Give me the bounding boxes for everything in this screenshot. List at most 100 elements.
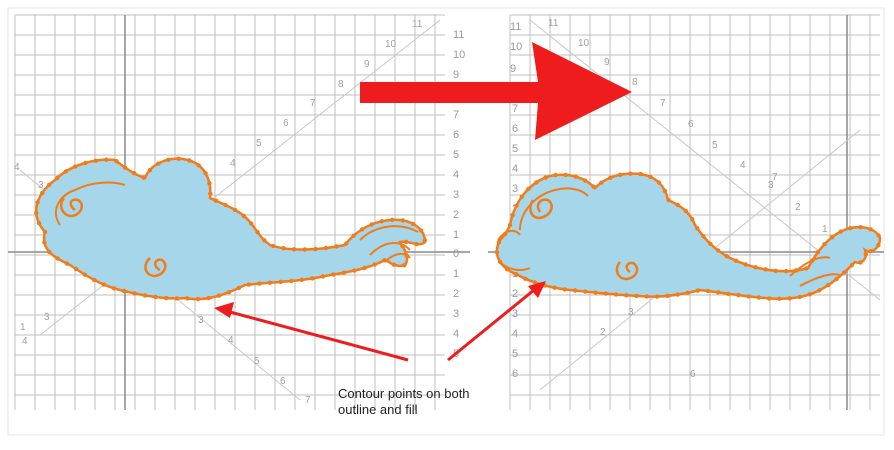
contour-point (111, 286, 117, 291)
contour-point (360, 227, 365, 232)
cloud-tail-contour (359, 225, 419, 263)
cloud-curl (615, 261, 639, 281)
contour-point (414, 241, 419, 247)
contour-point (736, 292, 741, 298)
ruler-label: 4 (453, 169, 459, 181)
contour-point (829, 235, 835, 240)
cloud-edge-contour (497, 229, 531, 271)
contour-point (55, 175, 60, 181)
diag-label: 3 (198, 315, 204, 326)
contour-point (507, 222, 513, 228)
diag-label: 2 (600, 327, 606, 338)
contour-point (351, 233, 356, 238)
contour-point (320, 274, 326, 279)
contour-point (323, 245, 329, 251)
contour-point (834, 276, 839, 282)
contour-point (746, 294, 751, 299)
contour-point (34, 210, 39, 216)
diag-label: 7 (660, 98, 666, 109)
contour-point (55, 256, 60, 261)
contour-point (400, 218, 406, 223)
pointer-arrow-line (447, 288, 535, 362)
contour-point (628, 171, 633, 176)
contour-point (695, 288, 700, 293)
contour-point (400, 243, 405, 248)
contour-point (164, 295, 169, 301)
contour-point (562, 287, 568, 292)
contour-point (203, 171, 208, 176)
ruler-label: 3 (44, 312, 50, 323)
contour-point (634, 293, 639, 299)
contour-point (513, 272, 519, 277)
contour-point (599, 180, 604, 185)
contour-point (302, 247, 307, 252)
contour-point (842, 270, 847, 275)
ruler-label: 9 (453, 69, 459, 81)
contour-point (685, 290, 690, 295)
contour-point (223, 202, 228, 208)
contour-point (724, 254, 729, 259)
diag-label: 1 (822, 224, 828, 235)
contour-point (362, 265, 367, 271)
ruler-label: 11 (510, 21, 521, 33)
contour-point (573, 174, 578, 179)
contour-point (523, 276, 528, 281)
ruler-label: 4 (512, 328, 518, 340)
diag-label: 4 (740, 160, 746, 171)
right-panel: 11 10 9 8 7 6 5 4 3 2 1 0 1 2 3 4 5 6 11 (488, 14, 884, 410)
ruler-label: 2 (453, 209, 459, 221)
contour-point (195, 296, 201, 302)
cloud-inner-contour (519, 187, 589, 231)
contour-point (334, 244, 339, 249)
contour-point (390, 217, 395, 222)
pointer-arrow-icon (447, 281, 546, 362)
contour-point (675, 202, 680, 208)
contour-point (403, 239, 409, 245)
diag-label: 11 (412, 19, 423, 30)
contour-point (93, 158, 98, 163)
contour-point (379, 219, 384, 224)
contour-point (526, 186, 531, 192)
contour-point (497, 259, 503, 264)
contour-point (232, 207, 238, 213)
contour-point (36, 221, 42, 226)
contour-point (73, 164, 78, 169)
contour-point (114, 159, 119, 164)
diag-label: 2 (795, 202, 801, 213)
contour-point (753, 265, 758, 270)
ruler-label: 3 (453, 308, 459, 320)
ruler-label: 3 (38, 180, 44, 191)
contour-point (868, 227, 873, 232)
contour-point (206, 295, 211, 301)
contour-point (246, 282, 251, 287)
ruler-label: 7 (512, 103, 518, 115)
contour-point (153, 294, 158, 300)
contour-point (196, 163, 201, 168)
contour-point (502, 231, 508, 237)
pointer-arrow-head (214, 302, 234, 318)
diag-label: 3 (628, 307, 634, 318)
ruler-label: 1 (453, 268, 459, 280)
diag-label: 8 (632, 77, 638, 88)
diag-label: 10 (578, 38, 590, 49)
contour-point (810, 258, 815, 263)
contour-point (794, 268, 799, 273)
contour-point (838, 229, 843, 234)
contour-point (572, 288, 578, 293)
ruler-label: 3 (512, 308, 518, 320)
ruler-label: 6 (453, 129, 459, 141)
contour-point (216, 293, 222, 298)
contour-point (787, 296, 792, 301)
contour-point (822, 241, 827, 247)
cloud-inner-contour (55, 181, 126, 226)
contour-point (733, 258, 739, 263)
contour-point (591, 184, 596, 189)
contour-point (42, 229, 48, 235)
contour-point (278, 279, 283, 285)
contour-point (185, 296, 190, 301)
contour-point (863, 252, 868, 257)
contour-point (543, 175, 548, 180)
contour-point (552, 285, 557, 290)
